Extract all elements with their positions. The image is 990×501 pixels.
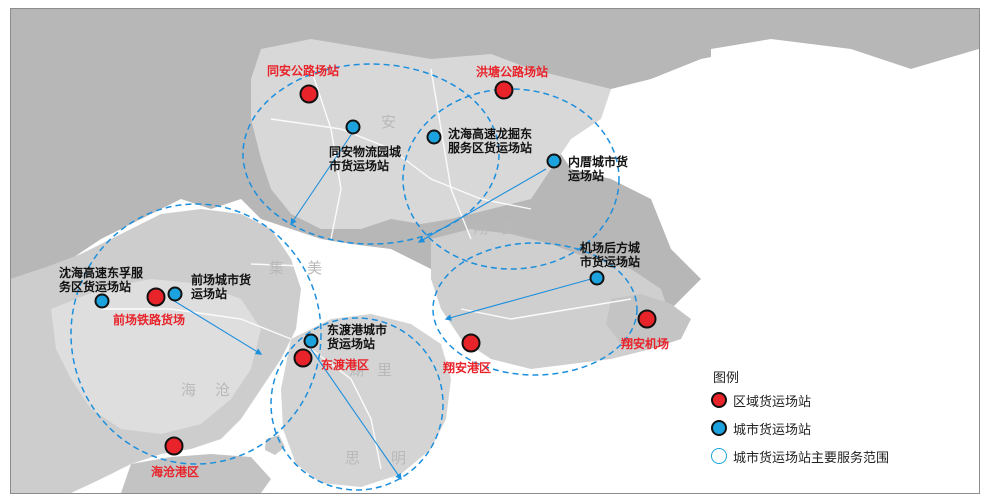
range-qianchang (70, 203, 322, 465)
regional-station-label-dongdu-port: 东渡港区 (321, 358, 370, 372)
service-ranges (70, 63, 638, 491)
regional-station-label-hongtang: 洪塘公路场站 (476, 65, 549, 79)
west-land-light (51, 279, 261, 434)
city-station-label-neicuo: 内厝城市货 运场站 (568, 155, 629, 183)
legend-title: 图例 (713, 371, 740, 386)
city-station-airport-rear (589, 270, 605, 286)
regional-station-hongtang (494, 80, 514, 100)
city-station-tongan-logistics (345, 119, 361, 135)
xiamen-island (281, 314, 451, 487)
district-label: 明 (391, 449, 407, 467)
city-station-label-shenhai-dongfu: 沈海高速东孚服 务区货运场站 (59, 266, 144, 294)
regional-station-dongdu-port (293, 348, 313, 368)
legend: 图例 区域货运场站 城市货运场站 城市货运场站主要服务范围 (707, 367, 977, 487)
regional-station-xiangan-airport (637, 309, 657, 329)
range-dongdu (270, 317, 444, 491)
regional-station-label-haicang-port: 海沧港区 (151, 465, 200, 479)
district-label: 里 (377, 361, 393, 379)
base-map (11, 9, 979, 493)
regional-station-label-xiangan-port: 翔安港区 (443, 361, 492, 375)
south-coast (121, 454, 271, 493)
road-network (101, 68, 632, 470)
district-label: 集 (269, 259, 285, 277)
district-label: 翔 (473, 219, 489, 237)
city-station-dongdu-city (303, 333, 319, 349)
legend-item-regional: 区域货运场站 (711, 391, 812, 410)
city-station-shenhai-dongfu (94, 293, 110, 309)
regional-station-label-xiangan-airport: 翔安机场 (621, 337, 670, 351)
regional-station-xiangan-port (461, 333, 481, 353)
gulangyu (265, 435, 285, 455)
district-label: 美 (307, 259, 323, 277)
east-peninsula (431, 229, 671, 369)
range-arrows (170, 128, 592, 481)
city-station-label-airport-rear: 机场后方城 市货运场站 (580, 241, 641, 269)
range-neicuo (402, 88, 620, 270)
city-station-shenhai-longjue (426, 129, 442, 145)
regional-station-tongan (299, 84, 319, 104)
city-station-markers (94, 119, 605, 349)
legend-item-city: 城市货运场站 (711, 419, 812, 438)
range-tongan (242, 63, 500, 245)
regional-station-label-tongan: 同安公路场站 (267, 64, 340, 78)
district-label: 湖 (349, 361, 365, 379)
city-station-label-qianchang-city: 前场城市货 运场站 (191, 273, 252, 301)
district-label: 安 (381, 113, 397, 131)
regional-station-haicang-port (164, 436, 184, 456)
east-mainland-right (691, 39, 979, 493)
city-station-neicuo (546, 153, 562, 169)
city-station-label-dongdu-city: 东渡港城市 货运场站 (327, 323, 388, 351)
blue-dot-icon (711, 420, 727, 436)
red-dot-icon (711, 392, 727, 408)
regional-station-qianchang-rail (146, 287, 166, 307)
city-station-label-shenhai-longjue: 沈海高速龙掘东 服务区货运场站 (448, 127, 533, 155)
legend-item-range: 城市货运场站主要服务范围 (711, 447, 890, 466)
district-label: 思 (345, 449, 361, 467)
legend-label: 城市货运场站 (733, 422, 812, 438)
regional-station-markers (146, 80, 657, 456)
blue-ring-icon (711, 448, 727, 464)
map-frame: 安 翔 安 集 美 海 沧 湖 里 思 明 同安公路场站 洪塘公路场站 前场铁路… (10, 8, 980, 494)
district-label: 安 (501, 219, 517, 237)
district-label: 沧 (215, 381, 231, 399)
regional-station-label-qianchang-rail: 前场铁路货场 (113, 313, 186, 327)
legend-label: 区域货运场站 (733, 394, 812, 410)
city-station-qianchang-city (167, 286, 183, 302)
legend-label: 城市货运场站主要服务范围 (733, 450, 890, 466)
range-airport-rear (432, 242, 638, 376)
city-station-label-tongan-logistics: 同安物流园城 市货运场站 (329, 145, 402, 173)
district-label: 海 (181, 381, 197, 399)
